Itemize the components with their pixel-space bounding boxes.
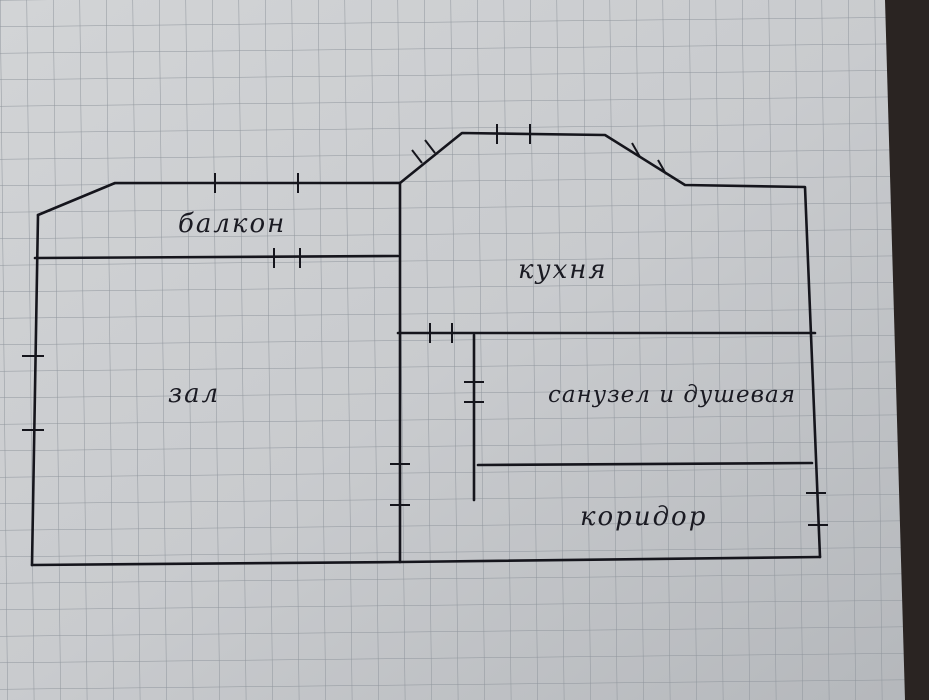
room-label-balcony: балкон (178, 209, 286, 239)
table-edge (885, 0, 929, 700)
room-label-bathroom: санузел и душевая (548, 382, 796, 408)
kitchen-outer-wall (398, 131, 822, 559)
balcony-partition (33, 254, 400, 260)
room-label-corridor: коридор (580, 502, 707, 532)
walls (30, 131, 822, 567)
room-label-kitchen: кухня (518, 255, 608, 285)
balcony-outer-wall (36, 181, 402, 217)
room-label-hall: зал (168, 379, 220, 409)
bathroom-bottom-wall (476, 461, 814, 467)
dimension-ticks (22, 124, 828, 526)
left-wall (30, 213, 40, 567)
